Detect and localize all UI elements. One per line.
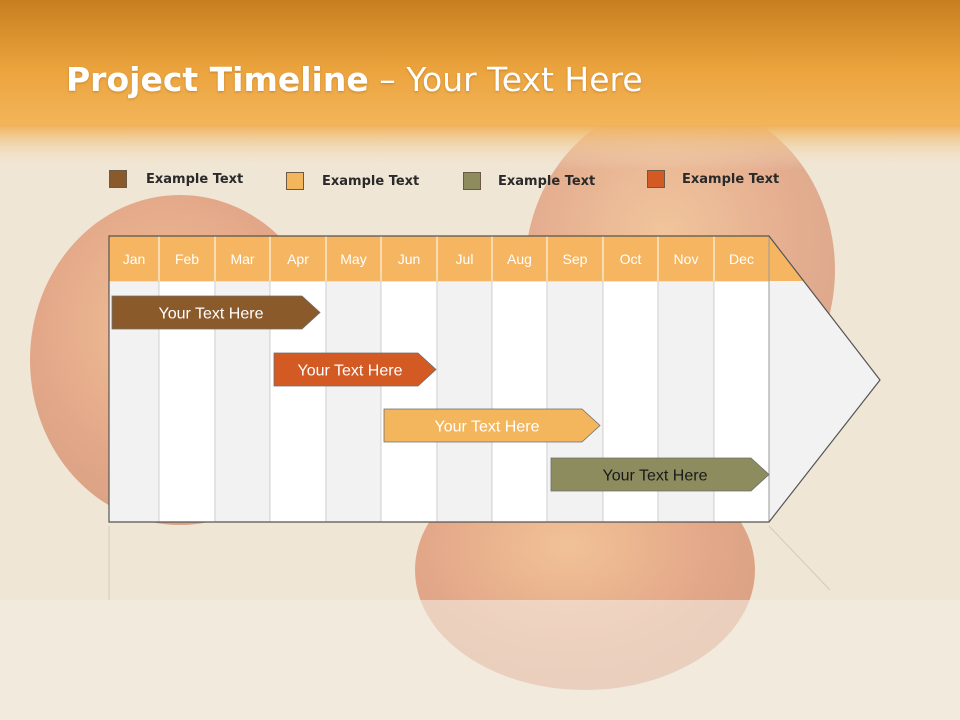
legend-label-4: Example Text [682, 172, 780, 187]
arrow-head-fill [769, 281, 880, 522]
month-column-aug [491, 280, 548, 523]
timeline-arrow-outline [108, 235, 881, 523]
legend-label-2: Example Text [322, 174, 420, 189]
month-column-jul [436, 280, 493, 523]
month-label-dec: Dec [729, 251, 754, 267]
task-label-1: Your Text Here [159, 306, 264, 323]
task-label-2: Your Text Here [298, 363, 403, 380]
month-label-may: May [340, 251, 366, 267]
month-column-may [325, 280, 382, 523]
task-label-3: Your Text Here [435, 419, 540, 436]
month-label-feb: Feb [175, 251, 199, 267]
month-label-aug: Aug [507, 251, 532, 267]
month-column-jun [380, 280, 438, 523]
task-bar-4 [550, 457, 770, 492]
month-label-jun: Jun [398, 251, 421, 267]
month-label-jan: Jan [123, 251, 146, 267]
task-label-4: Your Text Here [603, 468, 708, 485]
month-label-oct: Oct [620, 251, 642, 267]
month-header: Jan Feb Mar Apr May Jun Jul Aug Sep Oct Nov Dec [108, 236, 803, 522]
month-label-jul: Jul [456, 251, 474, 267]
task-bar-3 [383, 408, 601, 443]
task-bar-1 [111, 295, 321, 330]
month-label-mar: Mar [230, 251, 254, 267]
month-label-nov: Nov [674, 251, 699, 267]
month-label-sep: Sep [563, 251, 588, 267]
title-rest: – Your Text Here [368, 60, 643, 99]
legend-label-3: Example Text [498, 174, 596, 189]
legend-swatch-1 [109, 170, 127, 188]
page-title: Project Timeline – Your Text Here [66, 60, 643, 99]
task-bar-2 [273, 352, 437, 387]
legend-swatch-4 [647, 170, 665, 188]
legend-swatch-2 [286, 172, 304, 190]
legend-swatch-3 [463, 172, 481, 190]
month-label-apr: Apr [287, 251, 309, 267]
timeline-reflection [108, 525, 831, 600]
month-header-band [109, 236, 803, 281]
title-bold: Project Timeline [66, 60, 369, 99]
legend-label-1: Example Text [146, 172, 244, 187]
